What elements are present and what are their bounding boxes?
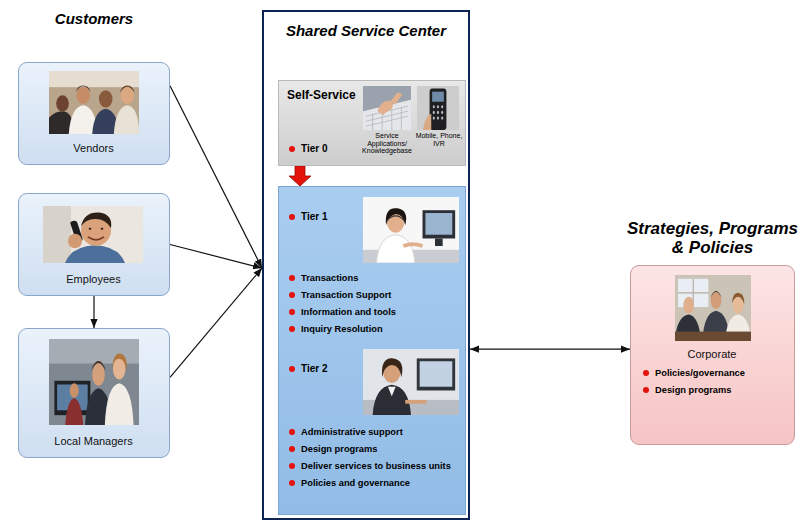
photo: [363, 86, 411, 130]
bullet-item: Deliver services to business units: [287, 461, 459, 472]
photo-caption: Service Applications/ Knowledgebase: [355, 132, 419, 155]
box-title: Shared Service Center: [266, 22, 466, 39]
bullet-item: Transactions: [301, 273, 358, 283]
connector-arrow: [170, 86, 262, 268]
group-heading: Strategies, Programs & Policies: [620, 220, 805, 257]
bullet-dot: [643, 370, 649, 376]
bullet-dot: [643, 387, 649, 393]
connector-arrow: [170, 245, 262, 269]
tier-label: Tier 1: [301, 211, 328, 222]
bullet-dot: [289, 463, 295, 469]
photo: [417, 86, 459, 130]
bullet-item: Administrative support: [287, 427, 459, 438]
photo: [49, 339, 139, 425]
bullet-dot: [289, 146, 295, 152]
customer-box: Employees: [18, 193, 170, 296]
bullet-item: Inquiry Resolution: [287, 324, 459, 335]
box-label: Vendors: [73, 142, 113, 154]
bullet-item: Transactions: [287, 273, 459, 284]
box-label: Employees: [66, 273, 120, 285]
bullet-item: Policies and governance: [301, 478, 410, 488]
bullet-dot: [289, 292, 295, 298]
bullet-item: Information and tools: [287, 307, 459, 318]
bullet-item: Transaction Support: [301, 290, 391, 300]
photo: [49, 339, 139, 425]
photo: [363, 197, 459, 263]
group-heading: Customers: [55, 10, 133, 27]
photo: [363, 349, 459, 415]
bullet-item: Design programs: [301, 444, 377, 454]
bullet-dot: [289, 480, 295, 486]
connector-arrow: [93, 296, 94, 328]
photo: [363, 349, 459, 415]
tier-band: Tier 1 TransactionsTransaction SupportInf…: [278, 186, 466, 515]
box-label: Corporate: [688, 348, 737, 360]
tier-label: Tier 2: [301, 363, 328, 374]
bullet-item: Design programs: [655, 385, 731, 395]
photo-caption: Mobile, Phone, IVR: [416, 132, 463, 147]
photo: [363, 86, 411, 130]
photo: [417, 86, 459, 130]
box-label: Vendors: [23, 142, 164, 155]
group-heading: Customers: [39, 10, 149, 27]
bullet-item: Transaction Support: [287, 290, 459, 301]
photo-caption: Mobile, Phone, IVR: [415, 132, 463, 147]
self-service-band: Self-ServiceService Applications/ Knowle…: [278, 80, 466, 166]
photo: [43, 206, 143, 263]
customer-box: Vendors: [18, 62, 170, 165]
bullet-item: Inquiry Resolution: [301, 324, 383, 334]
photo: [675, 275, 751, 341]
bullet-item: Information and tools: [301, 307, 396, 317]
block-arrow: [289, 166, 311, 186]
corporate-box: Strategies, Programs & PoliciesCorporate…: [630, 265, 795, 445]
service-center-box: Shared Service CenterSelf-ServiceService…: [262, 10, 470, 520]
box-label: Local Managers: [54, 435, 132, 447]
bullet-item: Deliver services to business units: [301, 461, 451, 471]
box-label: Employees: [23, 273, 164, 286]
photo: [43, 206, 143, 263]
bullet-dot: [289, 366, 295, 372]
tier-label: Tier 0: [287, 143, 351, 155]
bullet-dot: [289, 326, 295, 332]
photo: [363, 197, 459, 263]
tier-label: Tier 2: [287, 363, 357, 375]
connector-arrow: [170, 268, 262, 377]
box-title: Shared Service Center: [286, 22, 446, 39]
bullet-item: Administrative support: [301, 427, 403, 437]
connector-arrow: [470, 349, 630, 350]
bullet-dot: [289, 429, 295, 435]
bullet-item: Policies/governance: [655, 368, 745, 378]
bullet-dot: [289, 309, 295, 315]
band-title: Self-Service: [287, 89, 363, 103]
box-label: Local Managers: [23, 435, 164, 448]
bullet-dot: [289, 446, 295, 452]
tier-label: Tier 0: [301, 143, 328, 154]
photo: [49, 71, 139, 134]
bullet-item: Design programs: [641, 385, 789, 396]
photo: [49, 71, 139, 134]
tier-label: Tier 1: [287, 211, 357, 223]
bullet-item: Policies and governance: [287, 478, 459, 489]
box-label: Corporate: [633, 348, 791, 361]
bullet-dot: [289, 214, 295, 220]
photo-caption: Service Applications/ Knowledgebase: [362, 132, 412, 154]
customer-box: Local Managers: [18, 328, 170, 458]
group-heading: Strategies, Programs & Policies: [627, 219, 798, 257]
bullet-dot: [289, 275, 295, 281]
bullet-item: Design programs: [287, 444, 459, 455]
bullet-item: Policies/governance: [641, 368, 789, 379]
photo: [675, 275, 751, 341]
band-title: Self-Service: [287, 88, 356, 102]
